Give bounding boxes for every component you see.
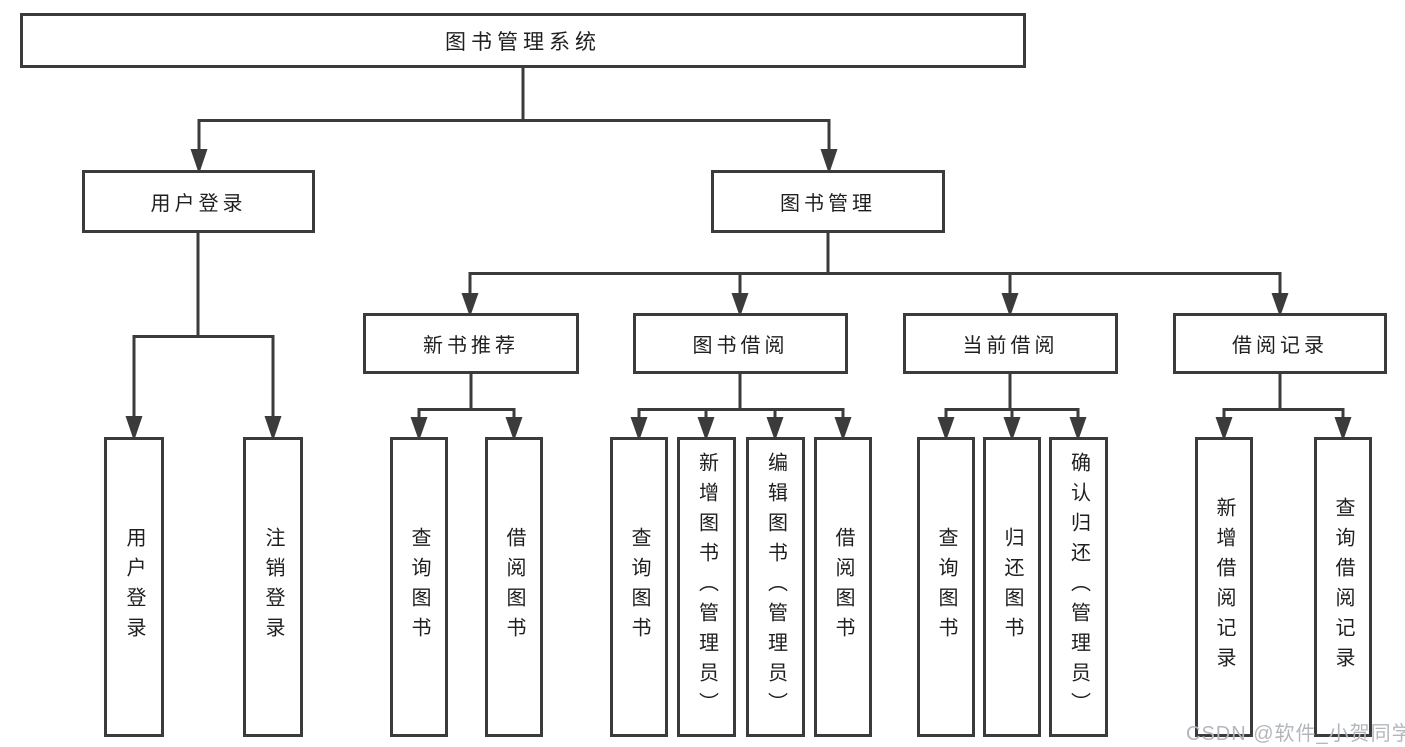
- node-user-login: 用户登录: [82, 170, 315, 233]
- connector-book-management-children: [461, 233, 1289, 317]
- leaf-borrow-book-recommend: 借阅图书: [485, 437, 543, 737]
- leaf-edit-book-admin: 编辑图书（管理员）: [746, 437, 805, 737]
- connector-user-login-children: [125, 233, 282, 441]
- leaf-user-login: 用户登录: [104, 437, 164, 737]
- connector-book-borrow-children: [630, 374, 852, 441]
- leaf-query-book-recommend: 查询图书: [390, 437, 448, 737]
- leaf-confirm-return-admin: 确认归还（管理员）: [1049, 437, 1108, 737]
- node-library-management-system: 图书管理系统: [20, 13, 1026, 68]
- node-book-borrowing: 图书借阅: [633, 313, 848, 374]
- node-current-borrowing: 当前借阅: [903, 313, 1118, 374]
- connector-current-borrow-children: [937, 374, 1087, 441]
- leaf-query-borrow-record: 查询借阅记录: [1314, 437, 1372, 737]
- csdn-watermark: CSDN @软件_小贺同学: [1186, 723, 1405, 745]
- node-book-management: 图书管理: [711, 170, 945, 233]
- connector-new-book-children: [410, 374, 523, 441]
- leaf-add-borrow-record: 新增借阅记录: [1195, 437, 1253, 737]
- node-new-book-recommendation: 新书推荐: [363, 313, 579, 374]
- leaf-add-book-admin: 新增图书（管理员）: [677, 437, 736, 737]
- connector-root-to-level1: [190, 68, 838, 174]
- leaf-logout: 注销登录: [243, 437, 303, 737]
- connector-borrow-records-children: [1215, 374, 1352, 441]
- leaf-query-book-borrow: 查询图书: [610, 437, 668, 737]
- leaf-query-book-current: 查询图书: [917, 437, 975, 737]
- node-borrowing-records: 借阅记录: [1173, 313, 1387, 374]
- leaf-borrow-book: 借阅图书: [814, 437, 872, 737]
- leaf-return-book: 归还图书: [983, 437, 1041, 737]
